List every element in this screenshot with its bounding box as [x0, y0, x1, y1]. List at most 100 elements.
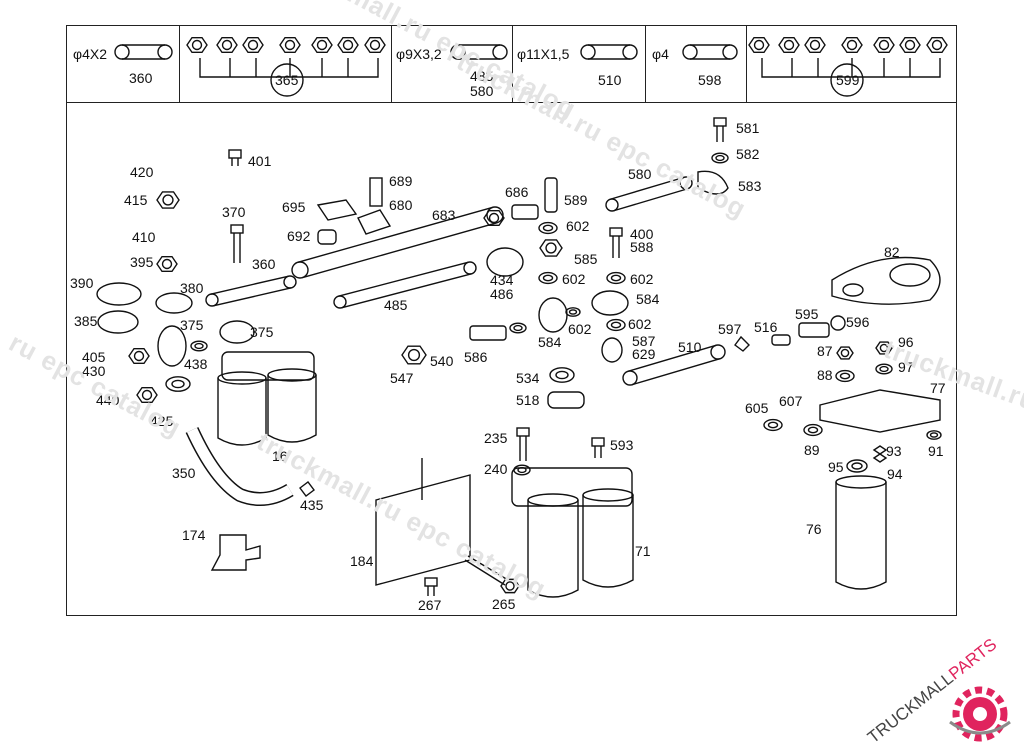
part-callout-586: 586	[464, 349, 488, 365]
part-callout-96: 96	[898, 334, 914, 350]
washer-88-hole	[839, 372, 851, 380]
part-callout-607: 607	[779, 393, 803, 409]
legend-cell-365: 365	[180, 26, 392, 102]
filter-head-71	[511, 467, 633, 507]
fitting-icon	[778, 36, 800, 54]
banjo-390	[96, 282, 142, 306]
part-number: 580	[470, 83, 494, 99]
filter-76-top	[835, 475, 887, 489]
fitting-395-hole	[161, 258, 173, 270]
part-number: 360	[129, 70, 153, 86]
legend-cell-599: 599	[747, 26, 958, 102]
pipe-485	[338, 261, 472, 309]
fitting-icon	[216, 36, 238, 54]
gear-logo-icon	[949, 686, 1011, 742]
part-callout-265: 265	[492, 596, 516, 612]
pipe-683	[297, 206, 498, 279]
hose-icon	[588, 44, 630, 60]
fitting-icon	[748, 36, 770, 54]
part-callout-88: 88	[817, 367, 833, 383]
part-callout-370: 370	[222, 204, 246, 220]
filter-canister	[582, 495, 634, 588]
hose-icon-end	[622, 44, 638, 60]
fitting-icon	[841, 36, 863, 54]
fitting-405-hole	[133, 350, 145, 362]
washer-602-hole	[610, 321, 622, 329]
bolt-267-head	[424, 577, 438, 587]
pipe-683-end	[291, 261, 309, 279]
pipe-580-end	[679, 176, 693, 190]
fitting-icon-hole	[369, 39, 381, 51]
fitting-395	[156, 255, 178, 273]
washer-602	[509, 322, 527, 334]
filter-head-77	[819, 389, 941, 433]
part-callout-420: 420	[130, 164, 154, 180]
washer-602	[606, 271, 626, 285]
fitting-icon-hole	[783, 39, 795, 51]
pipe-510-end	[710, 344, 726, 360]
bolt-235-head	[516, 427, 530, 437]
fitting-689	[369, 177, 383, 207]
washer-602	[606, 318, 626, 332]
fitting-icon-hole	[809, 39, 821, 51]
fitting-icon-hole	[342, 39, 354, 51]
ring-91-hole	[929, 432, 939, 438]
part-callout-435: 435	[300, 497, 324, 513]
part-callout-602: 602	[568, 321, 592, 337]
nut-265-hole	[505, 581, 515, 591]
nut-415	[156, 191, 180, 209]
bracket-174	[210, 534, 261, 571]
nut-683-hole	[488, 212, 500, 224]
bracket-184	[375, 474, 471, 586]
hose-icon	[122, 44, 165, 60]
hose-icon-end	[722, 44, 738, 60]
fitting-icon-hole	[247, 39, 259, 51]
pipe-580	[610, 176, 688, 212]
washer-97	[875, 363, 893, 375]
part-callout-602: 602	[630, 271, 654, 287]
leader-bracket	[761, 58, 941, 78]
washer-438-hole	[194, 342, 204, 350]
washer-95-hole	[851, 462, 863, 470]
part-callout-602: 602	[562, 271, 586, 287]
pipe-360-end	[283, 275, 297, 289]
plug-87-hole	[840, 348, 850, 358]
fitting-icon	[926, 36, 948, 54]
hose-icon-end	[492, 44, 508, 60]
part-callout-580: 580	[628, 166, 652, 182]
part-callout-540: 540	[430, 353, 454, 369]
part-callout-395: 395	[130, 254, 154, 270]
ring-605	[763, 418, 783, 432]
clip-435	[299, 481, 315, 497]
fitting-518	[547, 391, 585, 409]
banjo-375	[157, 325, 187, 367]
washer-88	[835, 369, 855, 383]
leader-bracket	[199, 58, 379, 78]
part-callout-584: 584	[538, 334, 562, 350]
part-callout-375: 375	[250, 324, 274, 340]
bracket-82	[831, 256, 941, 305]
part-callout-596: 596	[846, 314, 870, 330]
part-callout-547: 547	[390, 370, 414, 386]
fitting-589	[544, 177, 558, 213]
fitting-595	[798, 322, 830, 338]
hose-icon	[690, 44, 730, 60]
hose-icon-end	[157, 44, 173, 60]
part-callout-77: 77	[930, 380, 946, 396]
fitting-icon	[337, 36, 359, 54]
fitting-icon	[186, 36, 208, 54]
part-callout-485: 485	[384, 297, 408, 313]
part-callout-71: 71	[635, 543, 651, 559]
banjo-584	[538, 297, 568, 333]
clip-597	[734, 335, 750, 352]
washer-582	[711, 152, 729, 164]
callout-circle	[830, 63, 864, 97]
part-callout-440: 440	[96, 392, 120, 408]
washer-602	[538, 271, 558, 285]
legend-row: φ4X2 360 365 φ9X3,2 485 580 φ11X1,5 510 …	[67, 26, 956, 103]
nut-585	[539, 239, 563, 257]
fitting-icon	[804, 36, 826, 54]
fitting-405	[128, 347, 150, 365]
part-callout-267: 267	[418, 597, 442, 613]
part-callout-430: 430	[82, 363, 106, 379]
